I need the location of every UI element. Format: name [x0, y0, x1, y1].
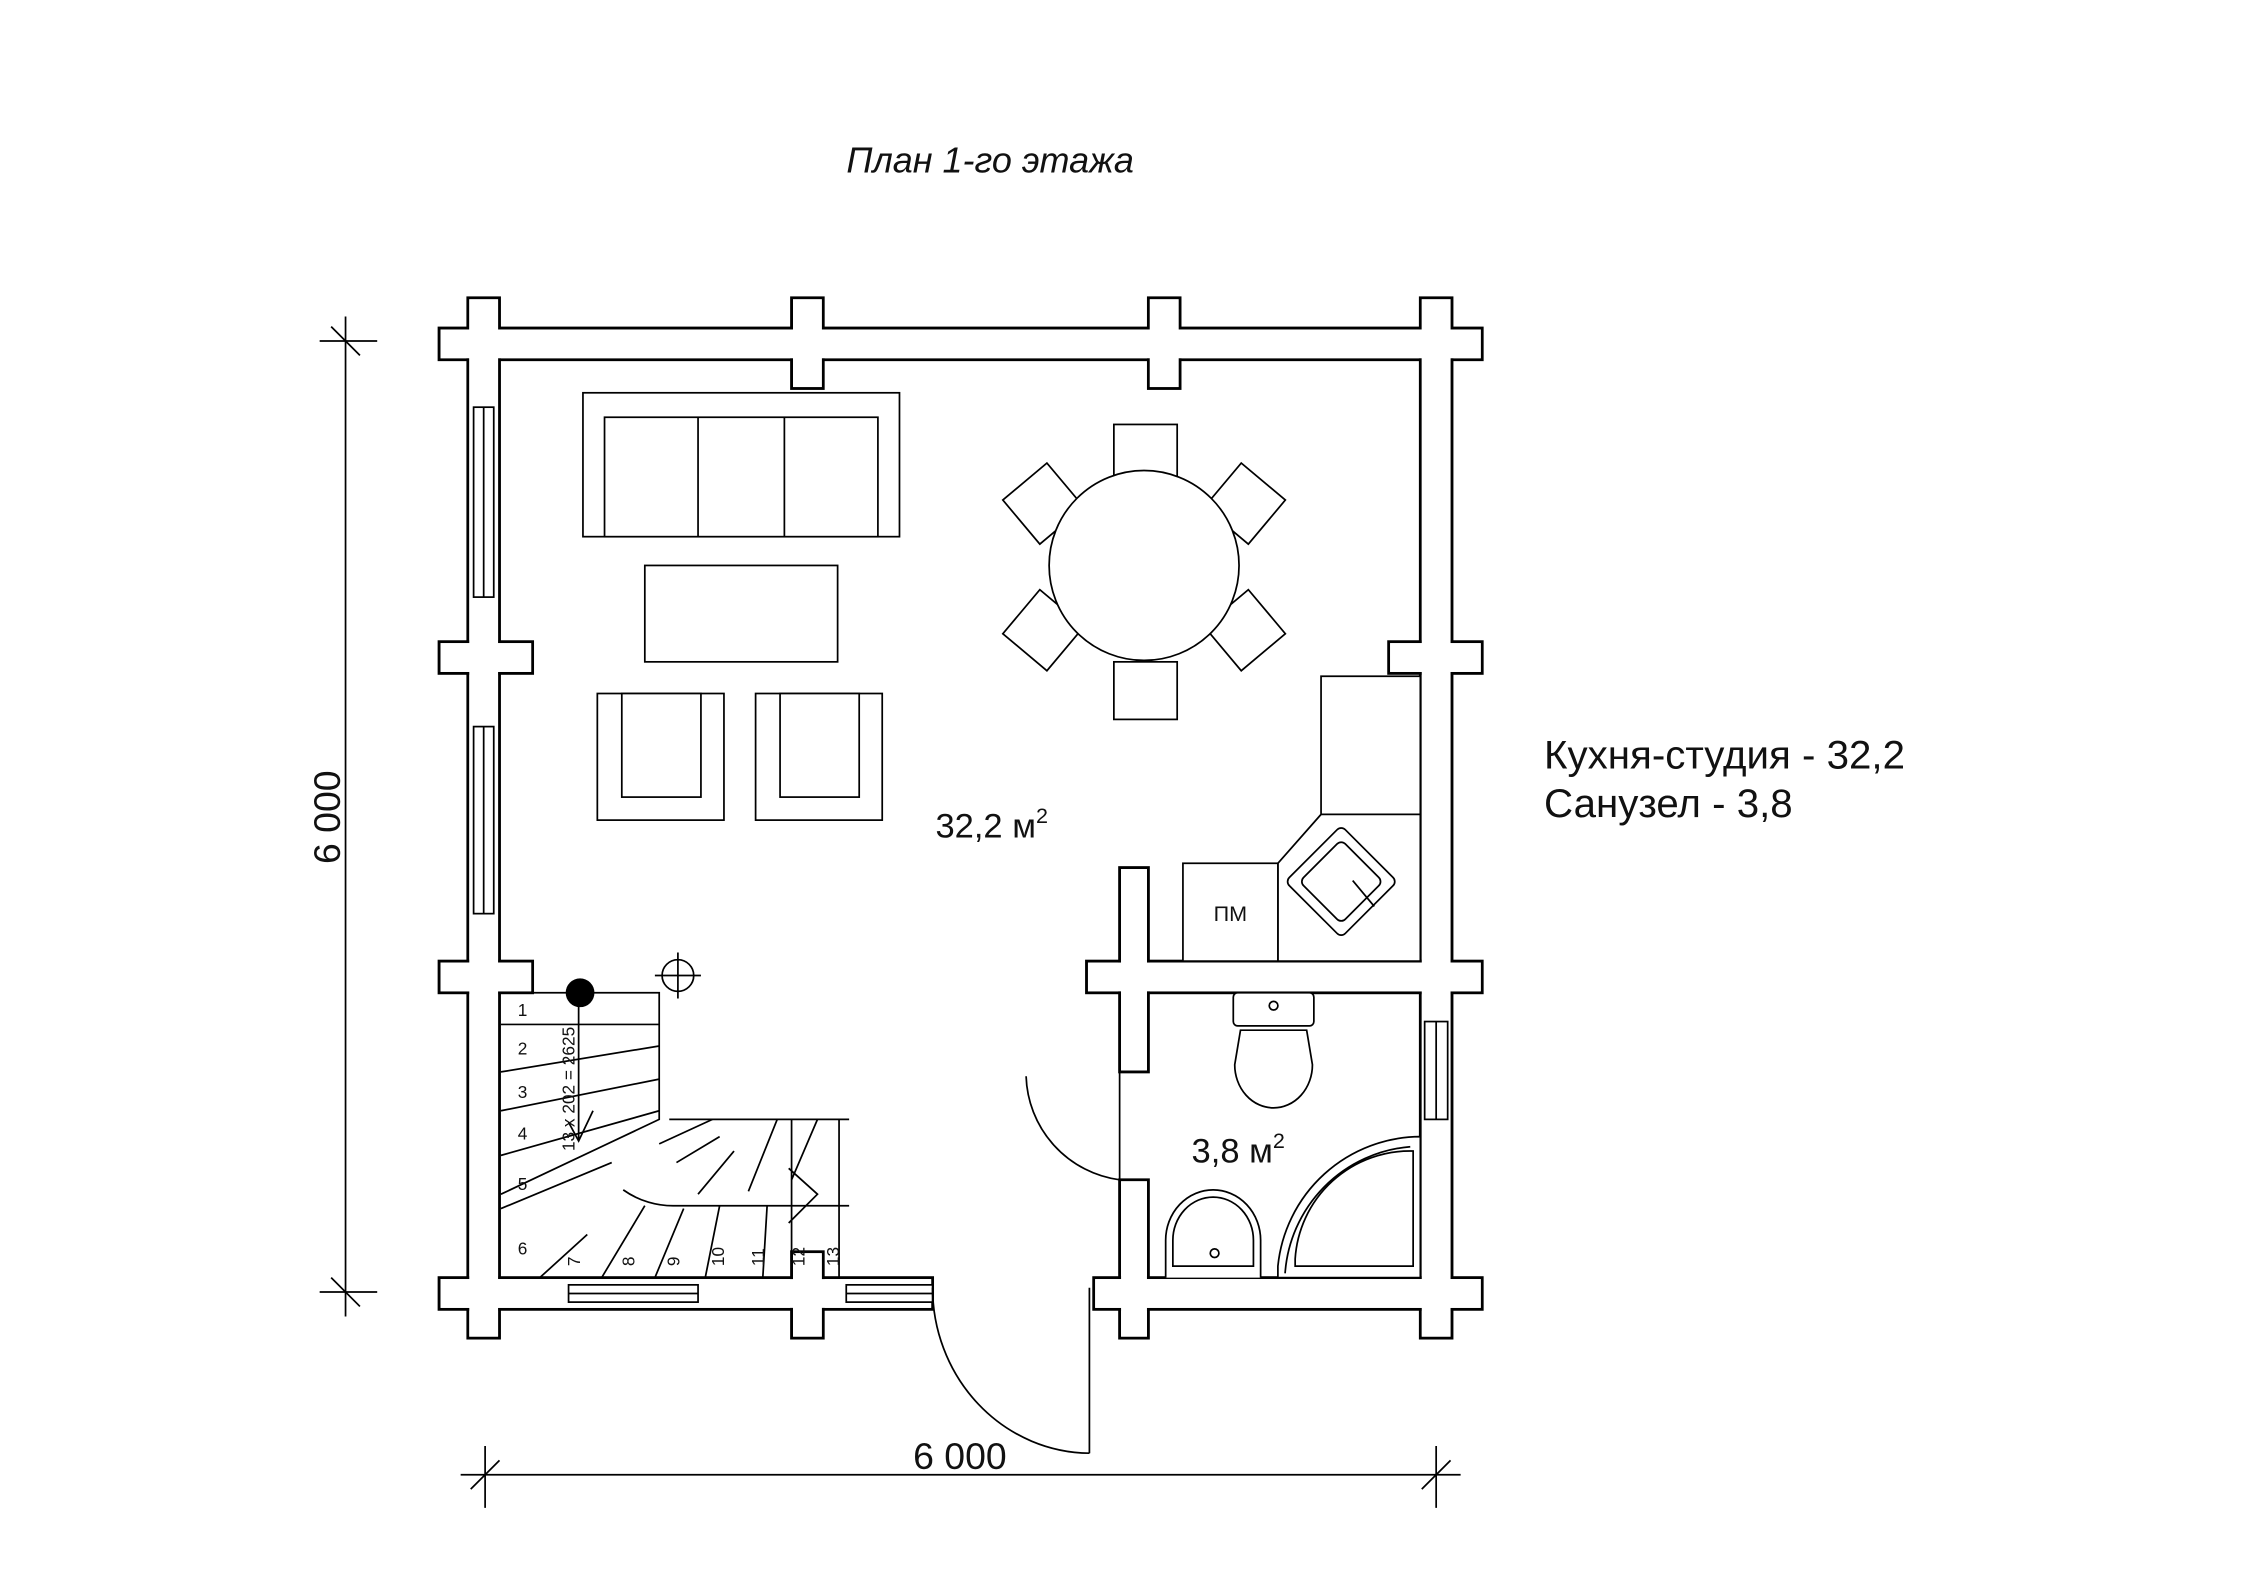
svg-text:7: 7 [564, 1257, 584, 1267]
svg-text:Санузел - 3,8: Санузел - 3,8 [1544, 781, 1793, 826]
svg-text:3: 3 [518, 1082, 528, 1102]
dining-table [1001, 423, 1287, 721]
svg-text:5: 5 [518, 1174, 528, 1194]
living-area-label: 32,2 м2 [935, 803, 1048, 845]
svg-text:13 x 202 = 2625: 13 x 202 = 2625 [558, 1027, 578, 1151]
svg-text:6 000: 6 000 [306, 770, 348, 864]
bathroom-door[interactable] [1025, 1071, 1121, 1181]
sofa [582, 391, 901, 538]
svg-text:12: 12 [789, 1247, 809, 1266]
svg-text:6: 6 [518, 1239, 528, 1259]
armchair [754, 692, 884, 821]
staircase: 13 x 202 = 2625 1 2 3 4 5 6 7 8 9 10 11 … [500, 978, 850, 1279]
armchair [596, 692, 725, 821]
toilet [1232, 991, 1315, 1109]
axis-marker-icon [654, 952, 701, 999]
coffee-table [643, 564, 839, 663]
windows [472, 406, 1449, 1303]
front-door[interactable] [931, 1287, 1091, 1455]
svg-text:9: 9 [663, 1257, 683, 1267]
svg-text:Кухня-студия - 32,2: Кухня-студия - 32,2 [1544, 732, 1905, 777]
kitchen-counter [1277, 675, 1422, 962]
width-dimension: 6 000 [460, 1435, 1461, 1508]
height-dimension: 6 000 [306, 316, 378, 1317]
svg-text:4: 4 [518, 1124, 528, 1144]
svg-text:2: 2 [518, 1039, 528, 1059]
shower-cabin [1277, 1135, 1422, 1279]
room-legend: Кухня-студия - 32,2 Санузел - 3,8 [1544, 732, 1905, 826]
svg-text:ПМ: ПМ [1214, 901, 1247, 926]
stair-start-marker [565, 978, 595, 1008]
walls [437, 296, 1484, 1340]
svg-text:10: 10 [708, 1247, 728, 1266]
plan-title: План 1-го этажа [846, 140, 1133, 181]
svg-text:8: 8 [619, 1257, 639, 1267]
dishwasher: ПМ [1182, 862, 1279, 962]
bath-area-label: 3,8 м2 [1192, 1128, 1285, 1170]
svg-text:1: 1 [518, 1000, 528, 1020]
washbasin [1164, 1189, 1262, 1278]
svg-text:6 000: 6 000 [913, 1435, 1007, 1477]
svg-text:13: 13 [823, 1247, 843, 1266]
svg-text:11: 11 [748, 1248, 768, 1266]
